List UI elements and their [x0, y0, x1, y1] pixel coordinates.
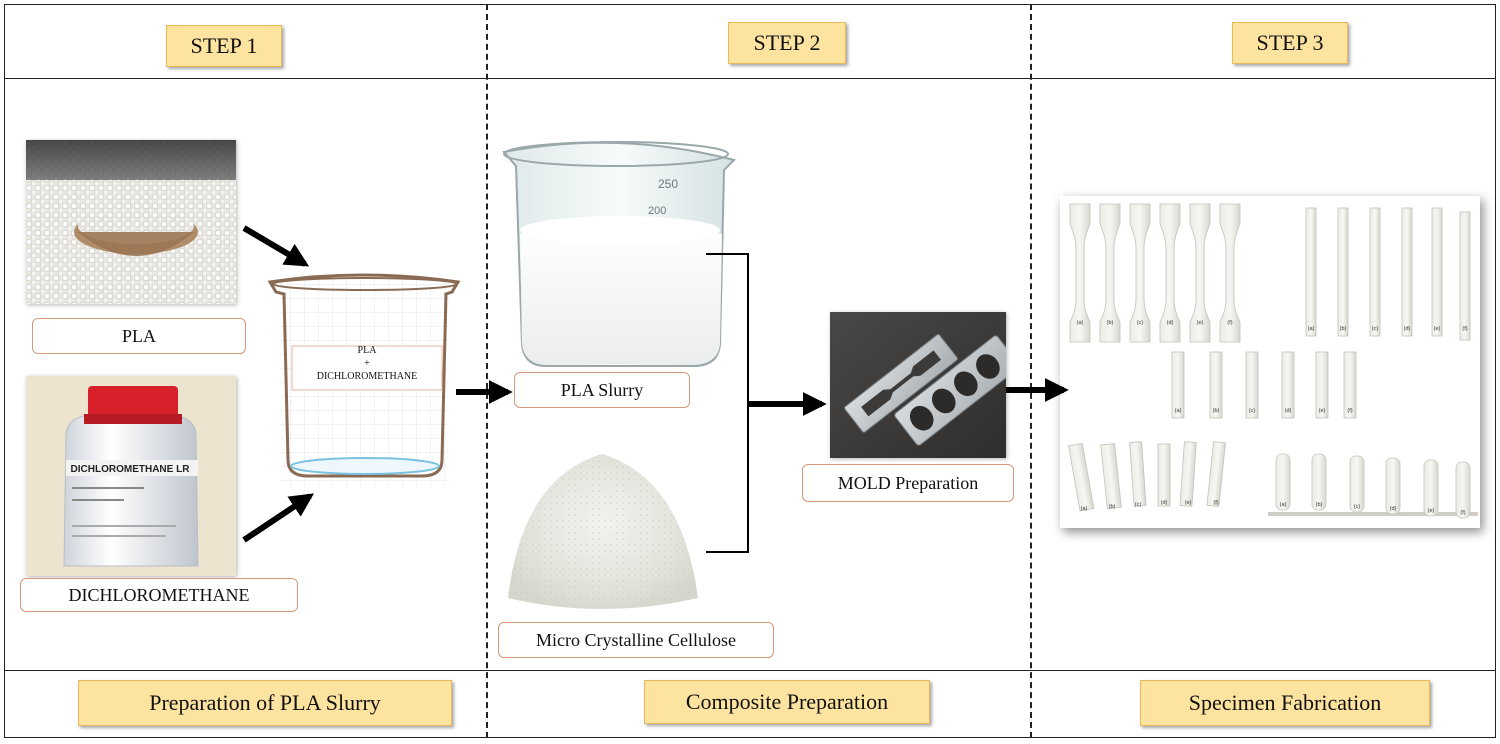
specimen-tag: (d) — [1285, 408, 1292, 414]
step-2-footer: Composite Preparation — [644, 680, 930, 724]
mixing-beaker — [267, 273, 461, 486]
specimen-tag: (c) — [1372, 326, 1379, 332]
step-1-footer: Preparation of PLA Slurry — [78, 680, 452, 726]
specimen-tag: (c) — [1354, 504, 1361, 510]
specimen-tag: (c) — [1249, 408, 1256, 414]
specimen-tag: (b) — [1109, 504, 1116, 510]
step-1-title: STEP 1 — [166, 25, 282, 67]
specimen-tag: (e) — [1185, 500, 1192, 506]
beaker-graduation-250: 250 — [658, 177, 678, 191]
specimen-tag: (e) — [1319, 408, 1326, 414]
arrow-dcm-to-beaker — [242, 493, 314, 543]
arrow-pla-to-beaker — [242, 225, 310, 267]
beaker-mix-text: PLA + DICHLOROMETHANE — [292, 344, 442, 383]
specimen-tag: (f) — [1227, 320, 1232, 326]
specimen-tag: (b) — [1316, 502, 1323, 508]
column-divider-2 — [1030, 4, 1032, 738]
specimen-tag: (c) — [1135, 502, 1142, 508]
specimen-tag: (d) — [1161, 500, 1168, 506]
specimen-tag: (a) — [1077, 320, 1084, 326]
beaker-mix-plus: + — [364, 358, 370, 369]
specimen-tag: (e) — [1434, 326, 1441, 332]
bottle-label-text: DICHLOROMETHANE LR — [71, 464, 191, 475]
specimen-tag: (d) — [1390, 506, 1397, 512]
specimen-tag: (b) — [1340, 326, 1347, 332]
mcc-powder-photo — [508, 454, 698, 609]
specimens-photo: (a) (b) (c) (d) (e) (f) (a) (b) (c) (d) … — [1060, 196, 1480, 528]
specimen-tag: (e) — [1197, 320, 1204, 326]
diagram-frame — [4, 4, 1496, 738]
footer-divider — [4, 670, 1496, 671]
step-3-title: STEP 3 — [1232, 22, 1348, 64]
mcc-label: Micro Crystalline Cellulose — [498, 622, 774, 658]
mold-label: MOLD Preparation — [802, 464, 1014, 502]
pla-pellets-photo — [26, 140, 236, 304]
beaker-mix-line-pla: PLA — [357, 345, 377, 356]
specimen-tag: (f) — [1462, 326, 1467, 332]
specimen-tag: (f) — [1347, 408, 1352, 414]
specimen-tag: (a) — [1308, 326, 1315, 332]
specimen-tag: (a) — [1280, 502, 1287, 508]
step-3-footer: Specimen Fabrication — [1140, 680, 1430, 726]
header-divider — [4, 78, 1496, 79]
pla-slurry-beaker-photo: 250 200 — [502, 141, 736, 367]
specimen-tag: (a) — [1081, 506, 1088, 512]
beaker-graduation-200: 200 — [648, 205, 666, 217]
dichloromethane-label: DICHLOROMETHANE — [20, 578, 298, 612]
specimen-tag: (b) — [1213, 408, 1220, 414]
dichloromethane-bottle-photo: DICHLOROMETHANE LR — [26, 376, 236, 576]
specimen-tag: (f) — [1460, 510, 1465, 516]
pla-slurry-label: PLA Slurry — [514, 372, 690, 408]
specimen-tag: (d) — [1404, 326, 1411, 332]
specimen-tag: (a) — [1175, 408, 1182, 414]
specimen-tag: (c) — [1137, 320, 1144, 326]
specimen-tag: (f) — [1213, 500, 1218, 506]
merge-bracket — [706, 253, 749, 553]
specimen-tag: (d) — [1167, 320, 1174, 326]
beaker-mix-line-dcm: DICHLOROMETHANE — [316, 371, 418, 382]
mold-photo — [830, 312, 1006, 458]
pla-label: PLA — [32, 318, 246, 354]
step-2-title: STEP 2 — [728, 22, 846, 64]
specimen-tag: (e) — [1428, 508, 1435, 514]
specimen-tag: (b) — [1107, 320, 1114, 326]
column-divider-1 — [486, 4, 488, 738]
